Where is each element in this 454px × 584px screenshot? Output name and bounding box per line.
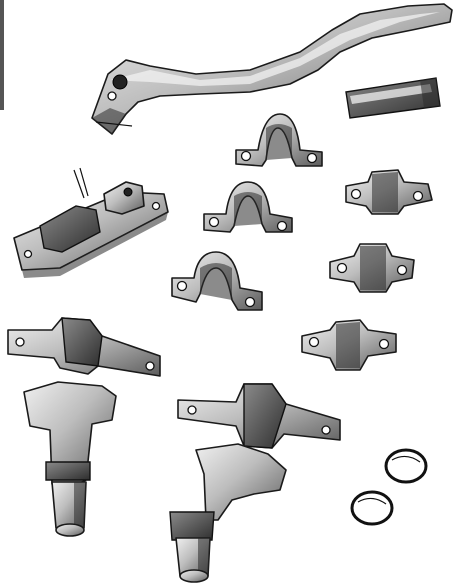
flat-strap-clip bbox=[329, 243, 415, 293]
split-ring bbox=[384, 448, 428, 484]
scan-edge-mark bbox=[0, 0, 4, 110]
pipe-saddle-clip bbox=[203, 181, 293, 233]
bracket-with-lever bbox=[13, 167, 169, 278]
hinge-pin bbox=[23, 381, 117, 537]
mounting-base-plate bbox=[7, 317, 161, 377]
split-ring bbox=[350, 490, 394, 526]
rectangular-block bbox=[345, 77, 441, 119]
hand-lever bbox=[91, 3, 453, 135]
pipe-saddle-clip bbox=[235, 113, 323, 167]
flat-strap-clip bbox=[345, 169, 433, 215]
flat-strap-clip bbox=[301, 319, 397, 371]
pipe-saddle-clip bbox=[171, 251, 263, 311]
hinge-pin bbox=[169, 443, 287, 583]
mounting-base-plate bbox=[177, 383, 341, 449]
